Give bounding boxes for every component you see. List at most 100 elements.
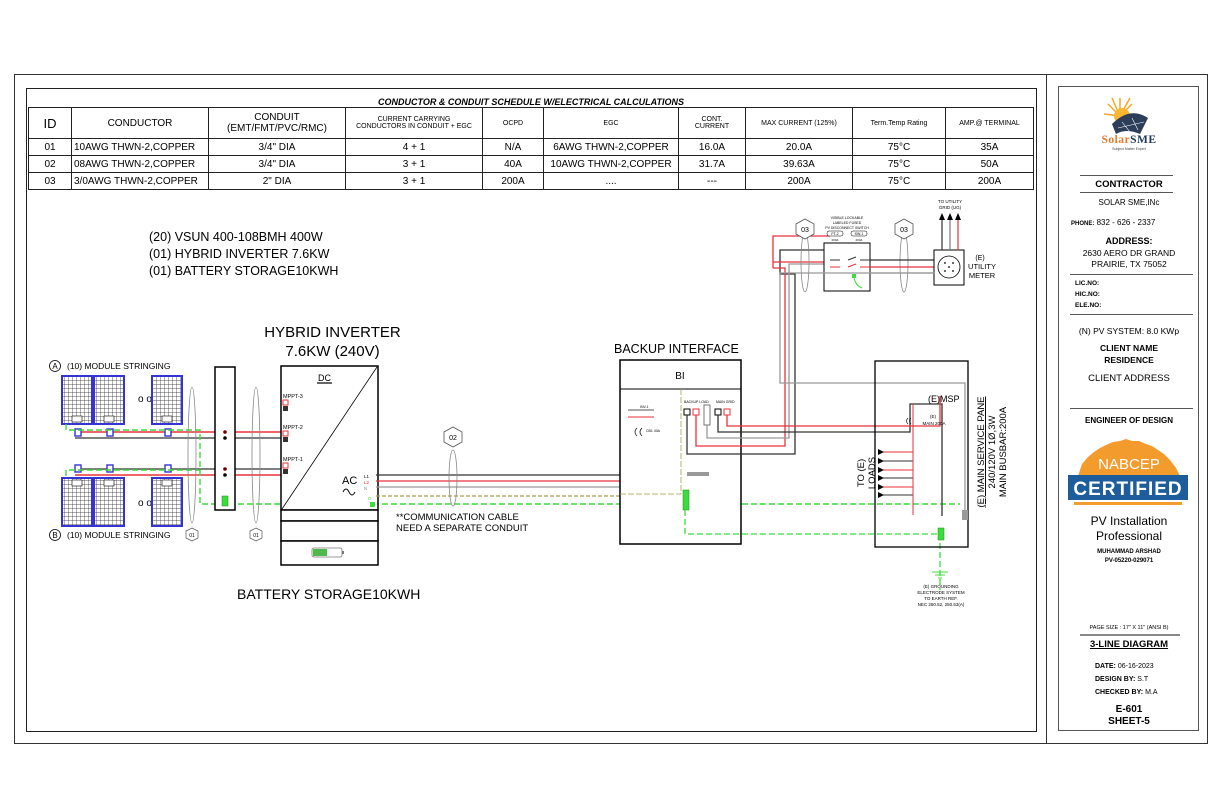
arrow-up-icon (947, 213, 953, 220)
msp-main-1: (E) (930, 414, 937, 419)
header-conduit-line1: CONDUIT (254, 112, 300, 123)
meter-label-2: UTILITY (968, 262, 996, 271)
equipment-item: (01) BATTERY STORAGE10KWH (149, 264, 339, 278)
header-cont-current: CONT.CURRENT (678, 107, 746, 139)
pv-installation-professional: PV Installation Professional (1062, 514, 1196, 544)
communication-note: **COMMUNICATION CABLE NEED A SEPARATE CO… (396, 512, 528, 534)
client-block: CLIENT NAME RESIDENCE (1062, 342, 1196, 366)
logo-text-solar: Solar (1101, 134, 1131, 146)
disconnect-fuse-1: FT-2 (831, 232, 838, 236)
msp-ground-bar (937, 527, 945, 541)
arrow-left-icon (878, 458, 884, 464)
disconnect-note-1: VISIBLE LOCKABLE (831, 216, 864, 220)
header-cont-line2: CURRENT (694, 123, 730, 130)
solarsme-logo-icon (1103, 97, 1148, 134)
string-a-tag: A (52, 362, 58, 371)
msp-main-2: MAIN 200A (922, 421, 945, 426)
inverter-title-line2: 7.6KW (240V) (285, 343, 380, 360)
string-a-text: (10) MODULE STRINGING (67, 361, 170, 371)
arrow-left-icon (878, 492, 884, 498)
checked-value: M.A (1145, 689, 1158, 696)
ground-note-1: (E) GROUNDING (923, 584, 959, 589)
header-ocpd: OCPD (482, 107, 544, 139)
to-utility-line1: TO UTILITY (938, 199, 962, 204)
phone-value: 832 - 626 - 2337 (1096, 218, 1156, 227)
header-conduit: CONDUIT(EMT/FMT/PVC/RMC) (208, 107, 346, 139)
header-ccc-line1: CURRENT CARRYING (377, 116, 451, 123)
battery-icon (311, 547, 344, 558)
disc-to-meter-wiring (870, 259, 935, 274)
license-block: LIC.NO: HIC.NO: ELE.NO: (1075, 278, 1101, 311)
equipment-item: (20) VSUN 400-108BMH 400W (149, 230, 323, 244)
header-ccc-line2: CONDUCTORS IN CONDUIT + EGC (356, 123, 472, 130)
meter-label-3: METER (969, 271, 996, 280)
inverter-title-line1: HYBRID INVERTER (264, 324, 401, 341)
header-conduit-line2: (EMT/FMT/PVC/RMC) (227, 123, 327, 134)
pv-disconnect-switch: VISIBLE LOCKABLE LABELED FUSED PV DISCON… (823, 216, 871, 292)
bi-outgoing-wiring (684, 235, 943, 590)
conduit-ellipse (251, 386, 261, 524)
drawing-frame (26, 88, 1037, 732)
to-loads-line1: TO (E) (856, 459, 867, 487)
ac-sine-icon (342, 488, 356, 496)
mppt-terminal-pos (282, 430, 289, 437)
logo-tagline: Subject Matter Expert (1112, 147, 1146, 151)
string-a-tag-circle (49, 360, 61, 372)
arrow-left-icon (878, 475, 884, 481)
conduit-tag-text: 03 (801, 227, 809, 234)
header-id: ID (28, 107, 72, 139)
design-row: DESIGN BY: S.T (1095, 673, 1158, 686)
disconnect-rating-2: 200A (855, 238, 862, 242)
msp-side-voltage: 240/120V 1Ø,3W (987, 416, 998, 489)
sheet-index: SHEET-5 (1108, 716, 1150, 727)
client-residence: RESIDENCE (1104, 355, 1154, 365)
conduit-tag-01: 01 (249, 527, 263, 542)
divider (1080, 634, 1180, 636)
conduit-tag-03: 03 (795, 218, 815, 240)
disconnect-note-2: LABELED FUSED (833, 221, 862, 225)
mppt-3-label: MPPT-3 (283, 394, 303, 400)
pv-install-line1: PV Installation (1090, 514, 1168, 528)
client-name: CLIENT NAME (1099, 343, 1159, 353)
pv-array-a: o o o (61, 375, 183, 425)
pv-system-size: (N) PV SYSTEM: 8.0 KWp (1078, 326, 1180, 336)
msp-neutral-bar (962, 510, 968, 520)
header-egc: EGC (543, 107, 679, 139)
to-loads-line2: LOADS (867, 457, 878, 489)
divider (1070, 408, 1193, 409)
terminal-dot (223, 473, 227, 477)
engineer-id: PV-05220-029071 (1104, 558, 1154, 564)
meter-neutral-wire (779, 272, 966, 518)
ellipsis: o o o (138, 394, 161, 405)
checked-label: CHECKED BY: (1095, 689, 1144, 696)
pv-array-b: o o o (61, 477, 183, 527)
cell-cont-current: --- (678, 172, 746, 190)
disconnect-rating-1: 200A (831, 238, 838, 242)
hybrid-inverter: DC MPPT-3 MPPT-2 MPPT-1 AC L1 L2 N G (280, 365, 379, 566)
phone-label: PHONE: (1071, 221, 1095, 227)
conduit-ellipse (448, 449, 458, 507)
conduit-tag-01: 01 (185, 527, 199, 542)
cell-term-temp: 75°C (852, 172, 946, 190)
date-label: DATE: (1095, 663, 1116, 670)
pv-install-line2: Professional (1095, 529, 1163, 543)
mppt-terminal-neg (283, 406, 288, 411)
mppt-terminal-neg (283, 469, 288, 474)
arrow-up-icon (955, 213, 961, 220)
conduit-tag-text: 02 (449, 435, 457, 442)
bi-ground-bar (682, 489, 690, 511)
pv-module (61, 477, 93, 527)
inverter-title: HYBRID INVERTER 7.6KW (240V) (250, 323, 415, 361)
arrow-left-icon (878, 484, 884, 490)
bi-terminal (692, 408, 700, 416)
hic-no: HIC.NO: (1075, 291, 1100, 298)
meter-label-1: (E) (975, 255, 984, 262)
divider (1080, 175, 1173, 176)
nabcep-badge: NABCEP CERTIFIED (1068, 439, 1188, 505)
main-service-panel: (E)MSP (E) MAIN 200A TO (E) LOADS (E) MA… (856, 360, 1009, 548)
comm-note-line1: **COMMUNICATION CABLE (396, 512, 519, 523)
dc-wiring (65, 424, 960, 505)
engineer-info: MUHAMMAD ARSHAD PV-05220-029071 (1062, 548, 1196, 566)
lic-no: LIC.NO: (1075, 280, 1100, 287)
design-value: S.T (1137, 676, 1149, 683)
